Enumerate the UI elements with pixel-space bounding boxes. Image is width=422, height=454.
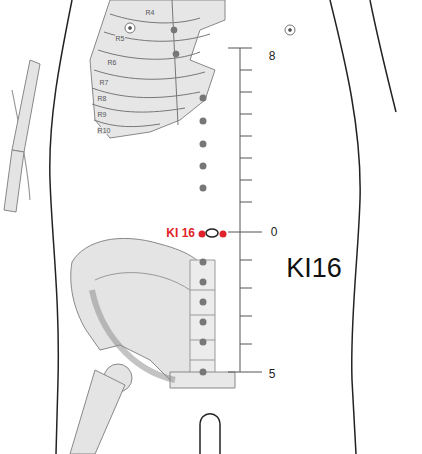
point-label: KI 16: [165, 227, 196, 239]
rib-label: R9: [97, 111, 108, 118]
scale-number: 5: [268, 368, 277, 380]
scale-number: 8: [268, 50, 277, 62]
rib-label: R8: [97, 95, 108, 102]
point-title: KI16: [285, 255, 343, 282]
rib-label: R5: [115, 35, 126, 42]
rib-label: R6: [107, 59, 118, 66]
rib-label: R7: [99, 79, 110, 86]
rib-label: R10: [97, 127, 112, 134]
scale-number: 0: [270, 226, 279, 238]
rib-label: R4: [145, 9, 156, 16]
